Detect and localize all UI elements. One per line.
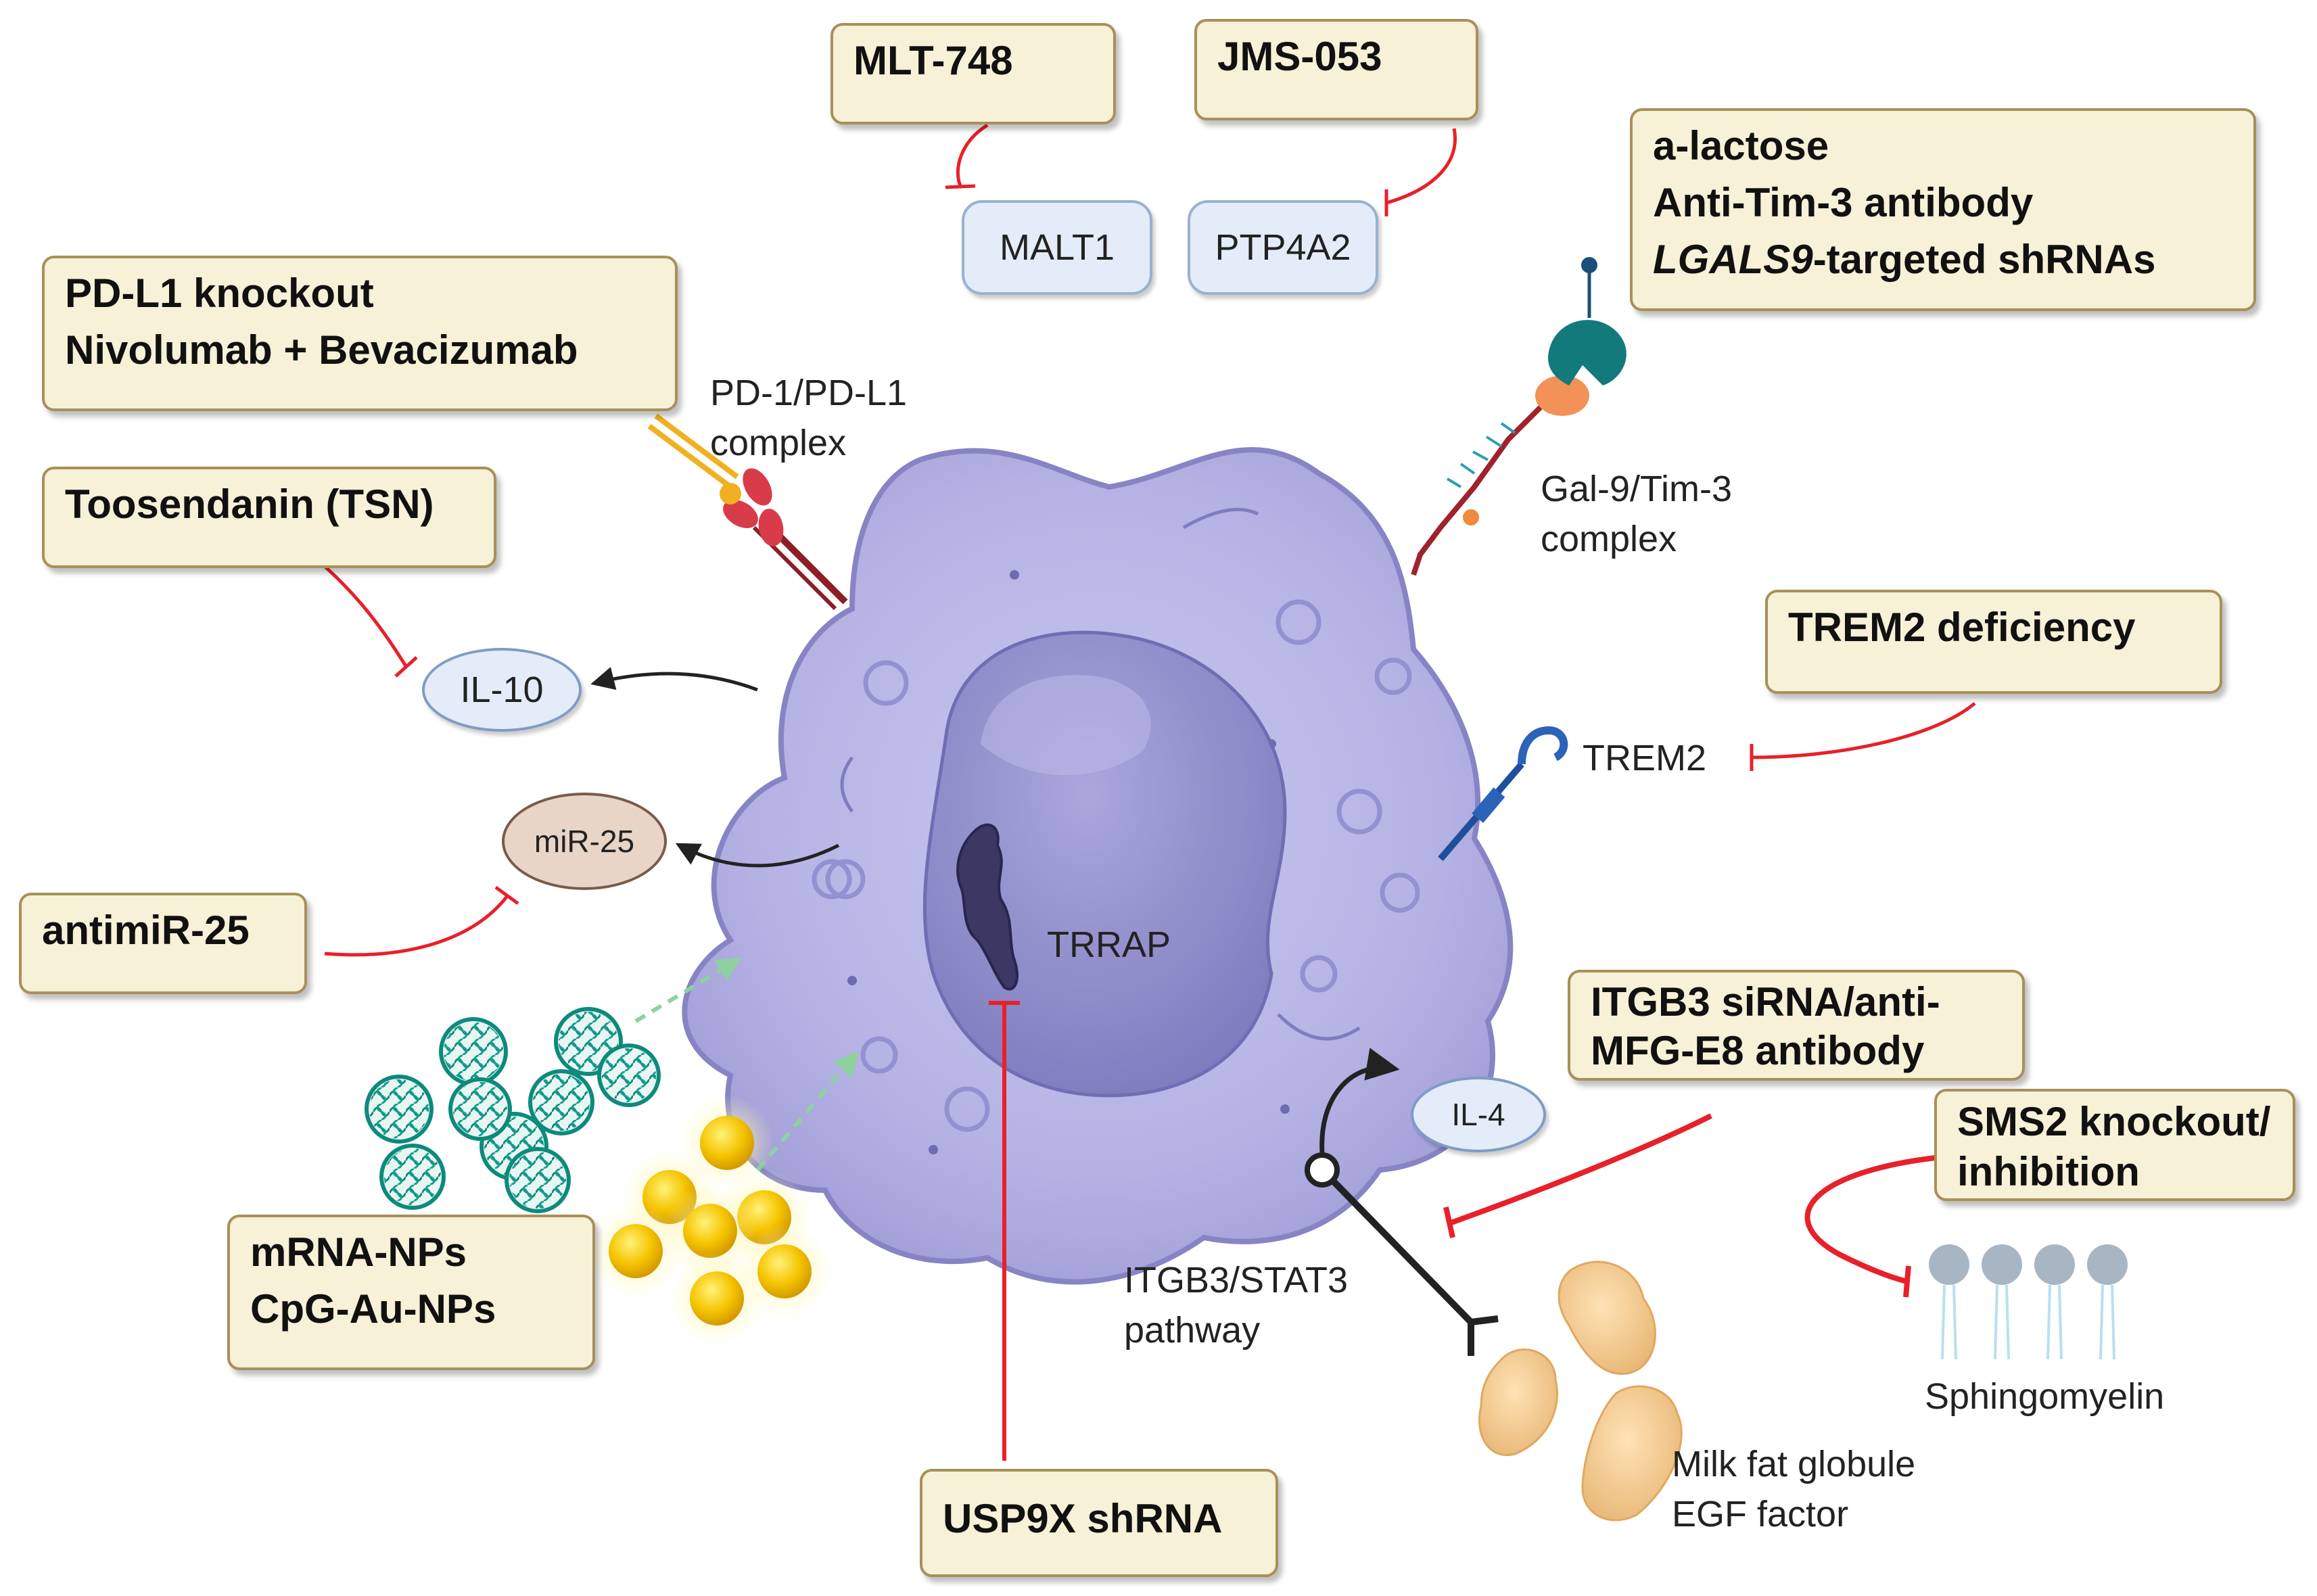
il4-secretion-arrow: [1319, 1048, 1400, 1154]
trem2def-text: TREM2 deficiency: [1788, 605, 2136, 650]
pdl1-line-1: PD-L1 knockout: [65, 271, 374, 316]
nucleus-highlight: [981, 675, 1151, 776]
il10-label: IL-10: [460, 670, 544, 710]
sphingomyelin-label: Sphingomyelin: [1925, 1376, 2165, 1417]
cell-ruffle: [1182, 507, 1259, 530]
nps-line-1: mRNA-NPs: [250, 1229, 467, 1275]
lgals9-gene: LGALS9: [1653, 237, 1813, 282]
malt1-label: MALT1: [999, 227, 1115, 268]
antimir-inhibit-line: [324, 895, 509, 957]
au-np-arrow: [755, 1051, 859, 1171]
usp9x-box: USP9X shRNA: [920, 1469, 1278, 1577]
lgals9-suffix: -targeted shRNAs: [1812, 237, 2156, 282]
nps-line-2: CpG-Au-NPs: [250, 1286, 496, 1332]
itgb3-line-1: ITGB3 siRNA/anti-: [1591, 979, 1940, 1025]
pdl1-line-2: Nivolumab + Bevacizumab: [65, 327, 578, 373]
malt1-node: MALT1: [962, 200, 1152, 295]
inhibition-lines: [310, 123, 1976, 1461]
gal9-line-2: complex: [1541, 519, 1677, 559]
itgb3-inhibit-line: [1446, 1113, 1712, 1227]
sms2-line-1: SMS2 knockout/: [1957, 1099, 2271, 1144]
trem2-receptor-icon: [1438, 726, 1568, 862]
jms053-inhibit-line: [1386, 128, 1457, 205]
mrna-np-arrow: [634, 958, 742, 1023]
trrap-label: TRRAP: [1047, 924, 1171, 965]
mlt748-inhibit-line: [956, 123, 989, 187]
itgb3-line-2: MFG-E8 antibody: [1591, 1028, 1925, 1073]
trem2def-inhibit-line: [1751, 702, 1976, 759]
tsn-text: Toosendanin (TSN): [65, 482, 434, 527]
itgb3-sirna-box: ITGB3 siRNA/anti- MFG-E8 antibody: [1568, 970, 2025, 1081]
pd1-pdl1-receptor-icon: [647, 413, 848, 611]
milk-fat-globule-label: Milk fat globule EGF factor: [1672, 1439, 1915, 1539]
sphingomyelin-icon: [1929, 1244, 2128, 1360]
cell-to-mir25-arrow: [675, 843, 840, 868]
il4-label: IL-4: [1451, 1097, 1505, 1132]
jms053-box: JMS-053: [1194, 19, 1478, 120]
antimir-text: antimiR-25: [42, 908, 250, 953]
milk-fat-line-2: EGF factor: [1672, 1494, 1849, 1534]
gal9-line-1: Gal-9/Tim-3: [1541, 469, 1733, 509]
cell-ruffle: [1277, 1013, 1361, 1041]
pdl1-box: PD-L1 knockout Nivolumab + Bevacizumab: [42, 256, 678, 411]
antimir25-box: antimiR-25: [19, 893, 307, 994]
sms2-inhibit-line: [1804, 1154, 1948, 1284]
tsn-inhibit-line: [310, 553, 408, 667]
cell-ruffle: [840, 756, 854, 813]
mfge8-blob-icons: [1478, 1261, 1683, 1522]
cpg-au-nanoparticles-icon: [588, 1096, 832, 1346]
gal9-tim3-label: Gal-9/Tim-3 complex: [1541, 464, 1732, 564]
itgb3-receptor-icon: [1305, 1152, 1499, 1356]
cell-to-il10-arrow: [590, 667, 758, 692]
mir25-node: miR-25: [502, 793, 667, 890]
itgb3-pathway-line-2: pathway: [1124, 1310, 1261, 1351]
tsn-box: Toosendanin (TSN): [42, 467, 496, 568]
lactose-antitim3-box: a-lactose Anti-Tim-3 antibody LGALS9-tar…: [1630, 108, 2256, 311]
mrna-nanoparticles-icon: [365, 1007, 661, 1213]
gal9-tim3-receptor-icon: [1411, 257, 1626, 576]
itgb3-pathway-line-1: ITGB3/STAT3: [1124, 1260, 1349, 1300]
nanoparticles-box: mRNA-NPs CpG-Au-NPs: [227, 1215, 595, 1370]
mir25-label: miR-25: [534, 824, 635, 859]
trrap-protein: [956, 823, 1019, 991]
il10-node: IL-10: [422, 648, 582, 732]
trem2-deficiency-box: TREM2 deficiency: [1765, 590, 2222, 694]
jms053-text: JMS-053: [1217, 34, 1382, 79]
sms2-box: SMS2 knockout/ inhibition: [1934, 1089, 2295, 1201]
pd1-line-1: PD-1/PD-L1: [710, 373, 908, 413]
lactose-line-3: LGALS9-targeted shRNAs: [1653, 231, 2233, 288]
mlt748-text: MLT-748: [853, 38, 1013, 83]
milk-fat-line-1: Milk fat globule: [1672, 1444, 1916, 1484]
ptp4a2-label: PTP4A2: [1215, 227, 1351, 268]
pd1-line-2: complex: [710, 423, 847, 463]
mlt748-box: MLT-748: [830, 23, 1116, 124]
lactose-line-2: Anti-Tim-3 antibody: [1653, 180, 2034, 225]
itgb3-stat3-label: ITGB3/STAT3 pathway: [1124, 1255, 1348, 1355]
ptp4a2-node: PTP4A2: [1188, 200, 1378, 295]
pd1-pdl1-label: PD-1/PD-L1 complex: [710, 368, 907, 468]
macrophage-cell: [682, 447, 1514, 1285]
sms2-line-2: inhibition: [1957, 1149, 2140, 1194]
lactose-line-1: a-lactose: [1653, 123, 1829, 168]
usp9x-text: USP9X shRNA: [943, 1496, 1223, 1541]
trem2-label: TREM2: [1583, 738, 1707, 778]
il4-node: IL-4: [1411, 1077, 1546, 1152]
